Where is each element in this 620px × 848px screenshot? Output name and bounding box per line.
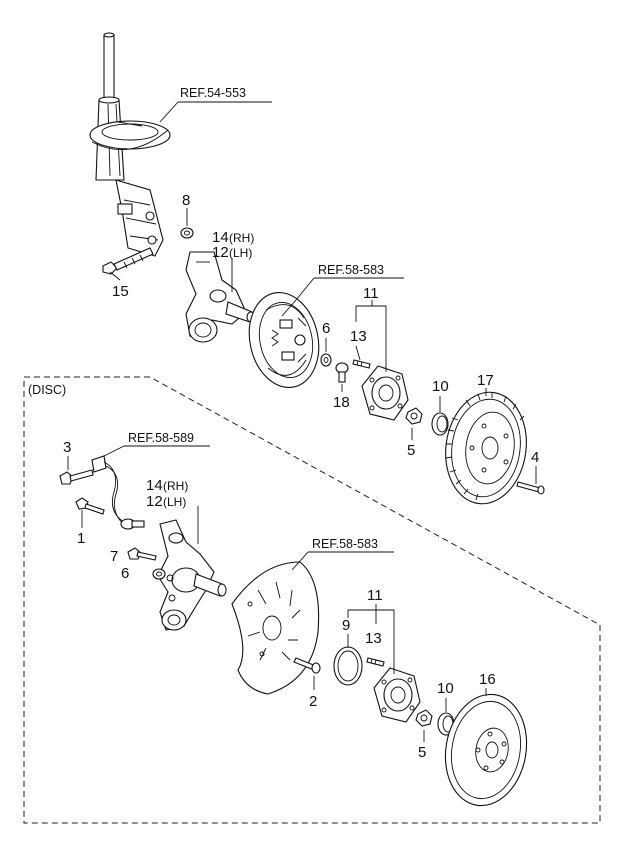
ref-label-disc-shield: REF.58-583	[312, 537, 378, 551]
callout-4: 4	[531, 449, 539, 466]
part-6-washer-lower	[152, 568, 166, 580]
part-13-hub-bolt-lower	[366, 657, 385, 667]
part-18-bolt	[335, 362, 349, 392]
part-17-brake-drum	[445, 388, 527, 505]
lower-steering-knuckle	[157, 506, 227, 631]
callout-17: 17	[477, 372, 494, 389]
part-10-cap-upper	[431, 396, 449, 436]
part-6-washer-upper	[320, 338, 332, 367]
upper-steering-knuckle	[185, 251, 256, 343]
upper-wheel-hub	[361, 365, 409, 421]
callout-5-lower: 5	[418, 744, 426, 761]
disc-section-border	[23, 376, 601, 824]
ref-leaders-upper	[159, 101, 404, 301]
ref-label-drum-backing: REF.58-583	[318, 263, 384, 277]
callout-13-upper: 13	[350, 328, 367, 345]
part-15-bolt	[102, 247, 154, 281]
callout-11-lower: 11	[367, 587, 383, 604]
part-4-screw	[516, 466, 545, 495]
callout-1: 1	[77, 530, 85, 547]
callout-10-upper: 10	[432, 378, 449, 395]
callout-6-lower: 6	[121, 565, 129, 582]
strut-assembly	[89, 32, 171, 257]
part-13-hub-bolt-upper	[352, 359, 371, 369]
callout-16: 16	[479, 671, 496, 688]
callout-14-upper: 14	[212, 229, 229, 246]
part-11-bracket-lower	[347, 604, 395, 674]
part-7-bolt	[127, 547, 157, 561]
callout-12-upper: 12	[212, 244, 229, 261]
callout-14-upper-side: (RH)	[229, 231, 254, 245]
part-1-bolt	[75, 497, 105, 528]
ref-label-strut: REF.54-553	[180, 86, 246, 100]
callout-10-lower: 10	[437, 680, 454, 697]
disc-dust-shield	[231, 551, 394, 695]
callout-14-lower: 14	[146, 477, 163, 494]
disc-section-label: (DISC)	[28, 383, 66, 397]
abs-wheel-speed-sensor	[91, 445, 145, 530]
callout-8: 8	[182, 192, 190, 209]
callout-18: 18	[333, 394, 350, 411]
part-3-bolt	[59, 456, 94, 485]
callout-6-upper: 6	[322, 320, 330, 337]
callout-7: 7	[110, 548, 118, 565]
callout-13-lower: 13	[365, 630, 382, 647]
callout-5-upper: 5	[407, 442, 415, 459]
ref-label-abs-sensor: REF.58-589	[128, 431, 194, 445]
part-8-nut	[180, 208, 194, 239]
callout-11-upper: 11	[363, 285, 379, 302]
part-2-screw	[293, 657, 321, 690]
part-9-tone-ring	[333, 634, 363, 686]
callout-12-lower-side: (LH)	[163, 495, 186, 509]
drum-brake-backing-plate	[248, 291, 320, 389]
callout-2: 2	[309, 693, 317, 710]
callout-14-lower-side: (RH)	[163, 479, 188, 493]
part-16-brake-disc	[444, 688, 528, 807]
part-5-nut-upper	[405, 407, 423, 440]
lower-wheel-hub	[373, 667, 421, 723]
callout-15: 15	[112, 283, 129, 300]
callout-12-lower: 12	[146, 493, 163, 510]
callout-12-upper-side: (LH)	[229, 246, 252, 260]
part-5-nut-lower	[415, 709, 433, 742]
callout-3: 3	[63, 439, 71, 456]
callout-9: 9	[342, 617, 350, 634]
part-11-bracket-upper	[355, 300, 387, 372]
